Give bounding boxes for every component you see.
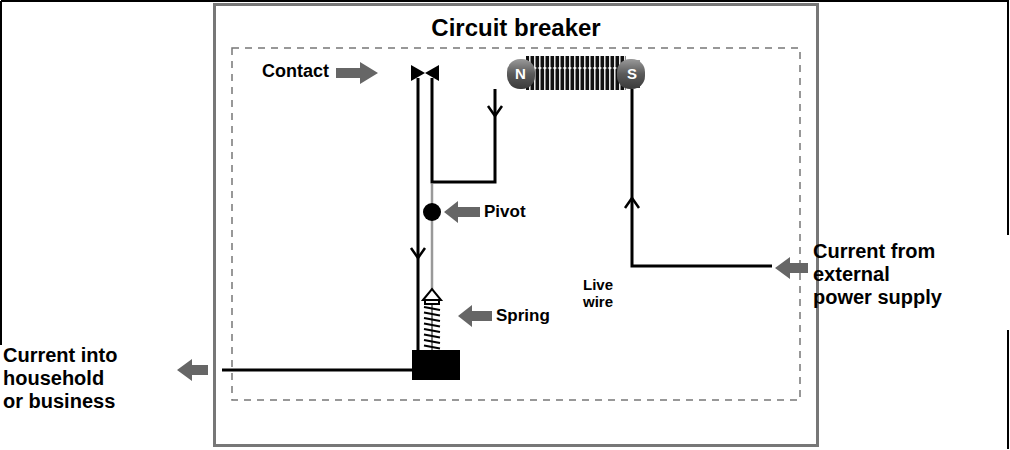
coil-windings [526,56,626,90]
part-label: Pivot [484,202,526,222]
north-pole-cap [507,59,535,89]
spring-axis [432,304,433,350]
pole-letter: S [627,65,637,82]
spring-base [412,350,460,380]
part-label: Contact [262,61,329,82]
spring-coil [424,304,440,350]
spring-cap [423,289,441,300]
housing-title: Circuit breaker [216,6,816,42]
wires [222,78,772,370]
pointer-arrows [177,62,808,381]
electromagnet: NS [507,59,645,91]
part-label: Spring [496,306,550,326]
spring-cap-base [425,300,439,304]
part-label: Current into household or business [3,344,125,413]
current-arrows [411,106,639,258]
pole-letter: N [515,65,526,82]
pivot-point [423,203,441,221]
south-pole-cap [617,59,645,89]
lever-arm [431,184,434,290]
contact-symbol [411,65,439,81]
part-label: Current from external power supply [813,240,948,309]
dashed-boundary [232,48,800,400]
part-label: Live wire [583,276,628,311]
